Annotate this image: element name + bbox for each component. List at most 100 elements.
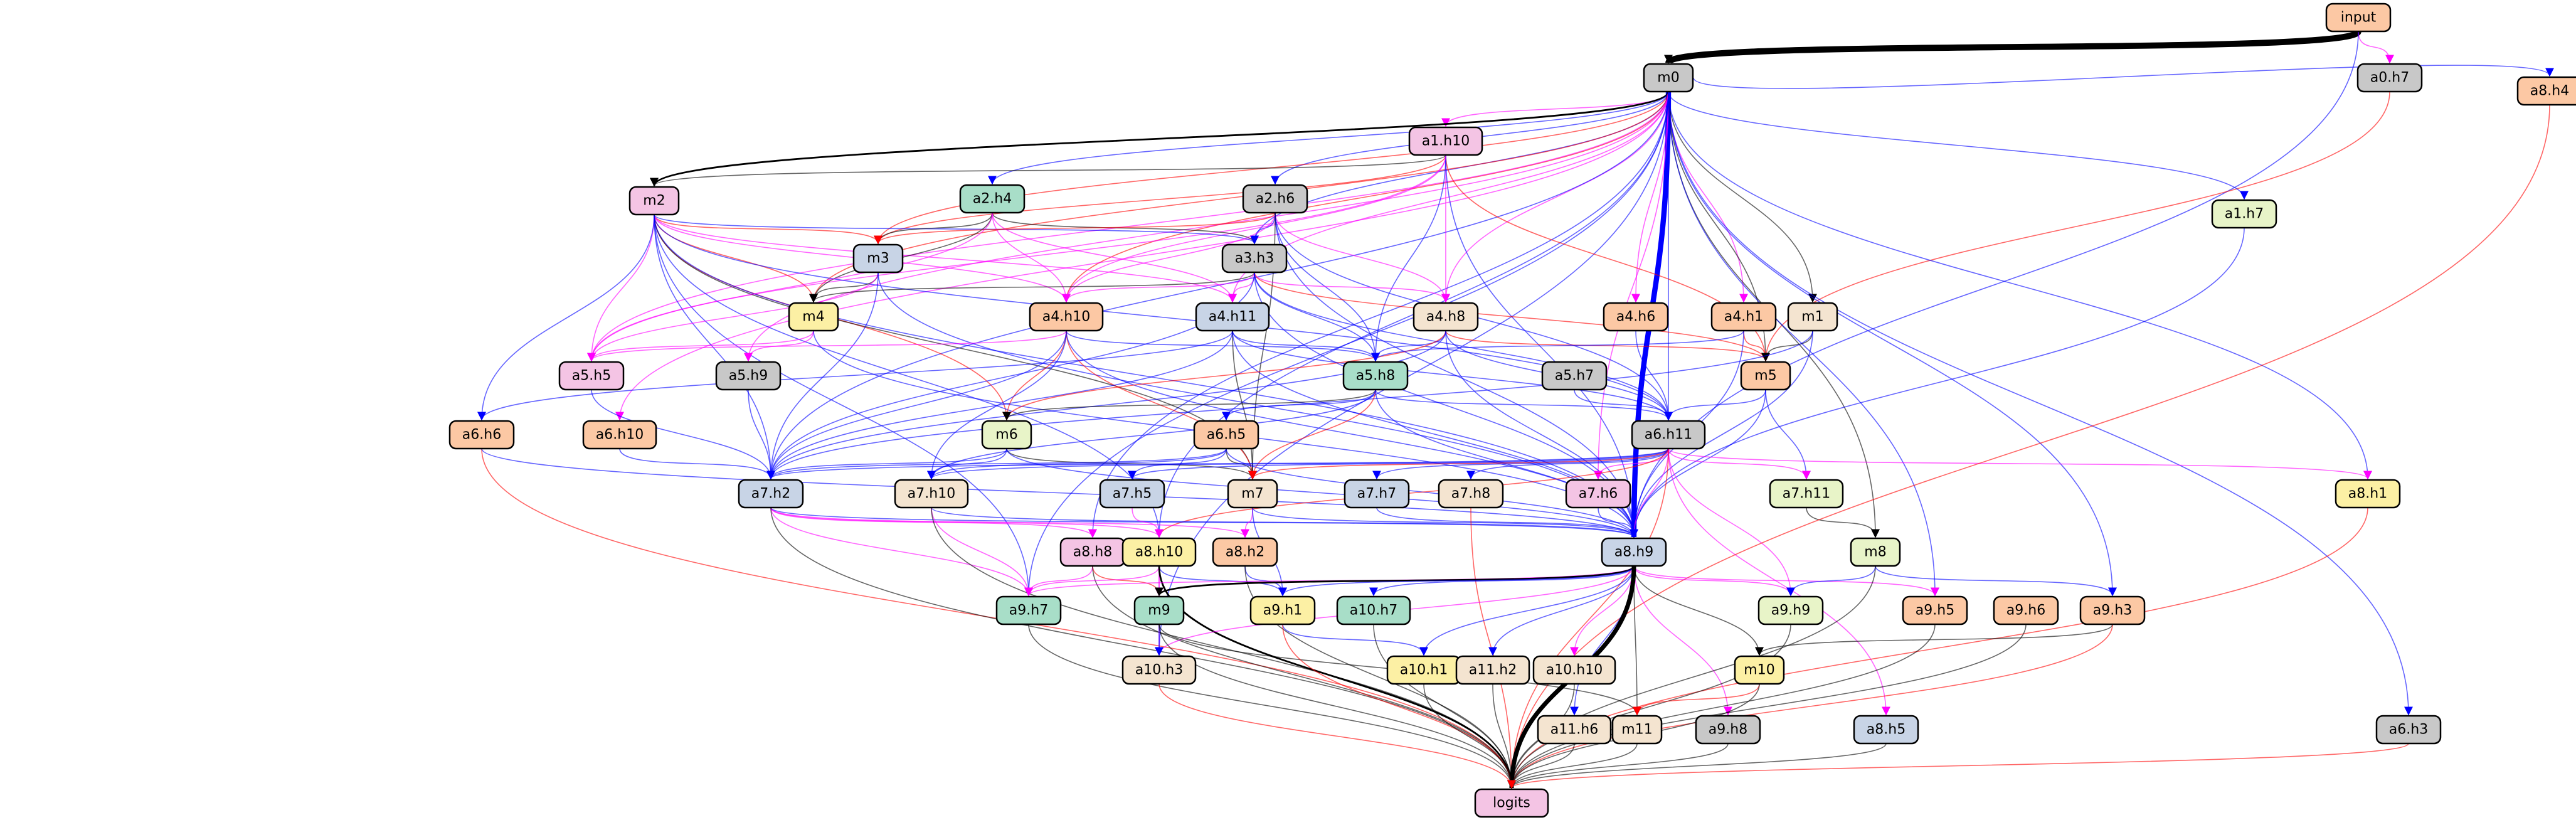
edge-a4.h11-to-a5.h8 (1232, 330, 1380, 362)
node-logits: logits (1474, 788, 1549, 818)
node-a10.h10: a10.h10 (1532, 655, 1616, 685)
node-a5.h7: a5.h7 (1541, 361, 1608, 391)
edge-m5-to-a7.h11 (1765, 389, 1811, 480)
edge-a6.h11-to-a7.h10 (927, 448, 1669, 480)
node-box (1695, 715, 1761, 745)
edge-a7.h10-to-a9.h7 (931, 507, 1033, 597)
node-label: a4.h10 (1042, 309, 1090, 325)
node-a8.h2: a8.h2 (1212, 537, 1278, 567)
node-a6.h10: a6.h10 (582, 420, 657, 450)
edge-a2.h4-to-a3.h3 (992, 212, 1259, 245)
node-box (1993, 595, 2059, 626)
node-a7.h7: a7.h7 (1344, 479, 1410, 509)
edge-a7.h2-to-a8.h9 (770, 507, 1638, 538)
node-label: a3.h3 (1235, 251, 1274, 267)
edge-a8.h9-to-a9.h8 (1633, 565, 1732, 716)
edge-a4.h8-to-a7.h2 (766, 330, 1446, 480)
node-label: a9.h6 (2006, 603, 2045, 619)
node-label: m10 (1744, 663, 1774, 678)
node-box (2211, 199, 2277, 229)
edge-a6.h11-to-m7 (1248, 448, 1669, 480)
node-label: a7.h2 (751, 486, 790, 502)
edge-a4.h10-to-a5.h8 (1066, 330, 1380, 362)
edge-a9.h1-to-a10.h1 (1282, 624, 1428, 656)
edge-m3-to-a5.h5 (587, 272, 879, 362)
edge-a8.h10-to-a9.h7 (1024, 565, 1160, 597)
node-box (1121, 655, 1197, 685)
node-label: a9.h5 (1916, 603, 1954, 619)
edge-a4.h8-to-m5 (1445, 330, 1770, 362)
node-label: m3 (867, 251, 889, 267)
edge-m6-to-a7.h2 (766, 448, 1007, 480)
node-a7.h5: a7.h5 (1099, 479, 1165, 509)
node-a10.h7: a10.h7 (1336, 595, 1411, 626)
edge-a4.h1-to-a5.h8 (1371, 330, 1744, 362)
node-box (788, 302, 839, 332)
node-box (1455, 655, 1530, 685)
node-a10.h3: a10.h3 (1121, 655, 1197, 685)
edge-m6-to-m7 (1006, 448, 1257, 480)
node-label: a5.h8 (1356, 368, 1395, 384)
node-a8.h5: a8.h5 (1853, 715, 1919, 745)
edge-a1.h7-to-a8.h9 (1630, 227, 2245, 538)
node-a8.h10: a8.h10 (1121, 537, 1197, 567)
node-label: m9 (1148, 603, 1170, 619)
node-m2: m2 (628, 186, 680, 216)
node-label: a0.h7 (2370, 70, 2409, 86)
node-a6.h11: a6.h11 (1631, 420, 1706, 450)
node-box (1121, 537, 1197, 567)
node-box (2516, 76, 2576, 106)
edge-a7.h11-to-m8 (1806, 507, 1880, 538)
node-box (628, 186, 680, 216)
edge-a8.h9-to-m9 (1155, 565, 1635, 597)
node-box (852, 243, 904, 274)
node-a4.h11: a4.h11 (1195, 302, 1270, 332)
edge-a6.h5-to-a8.h9 (1226, 448, 1638, 538)
node-box (448, 420, 515, 450)
node-box (1249, 595, 1316, 626)
node-a9.h7: a9.h7 (995, 595, 1062, 626)
node-a5.h8: a5.h8 (1342, 361, 1409, 391)
node-label: a8.h1 (2348, 486, 2387, 502)
node-a2.h6: a2.h6 (1242, 184, 1308, 214)
node-box (1344, 479, 1410, 509)
node-box (1565, 479, 1631, 509)
node-a8.h8: a8.h8 (1059, 537, 1126, 567)
edge-a3.h3-to-a4.h10 (1062, 272, 1255, 303)
node-m4: m4 (788, 302, 839, 332)
node-label: a6.h6 (462, 427, 501, 443)
edge-a11.h2-to-logits (1492, 683, 1516, 789)
node-label: a2.h4 (973, 191, 1012, 207)
edge-a6.h11-to-a8.h9 (1630, 448, 1669, 538)
node-box (1408, 126, 1483, 156)
edge-a8.h9-to-a9.h9 (1633, 565, 1795, 597)
node-label: a4.h1 (1724, 309, 1763, 325)
edge-m0-to-m1 (1668, 91, 1817, 303)
edge-m3-to-a7.h2 (766, 272, 879, 480)
edge-a9.h3-to-logits (1507, 624, 2113, 789)
edge-a3.h3-to-a4.h8 (1254, 272, 1450, 303)
node-label: a10.h10 (1546, 663, 1603, 678)
node-a1.h10: a1.h10 (1408, 126, 1483, 156)
node-box (1631, 420, 1706, 450)
edge-a8.h9-to-a9.h5 (1633, 565, 1939, 597)
node-label: logits (1493, 796, 1530, 811)
node-a4.h6: a4.h6 (1603, 302, 1669, 332)
node-label: a6.h10 (596, 427, 644, 443)
node-a3.h3: a3.h3 (1221, 243, 1288, 274)
node-a6.h3: a6.h3 (2375, 715, 2442, 745)
node-a9.h9: a9.h9 (1757, 595, 1824, 626)
edge-a1.h10-to-m3 (874, 154, 1446, 245)
node-m10: m10 (1734, 655, 1785, 685)
node-label: a6.h3 (2389, 722, 2428, 738)
node-label: a4.h8 (1426, 309, 1465, 325)
node-label: a7.h5 (1113, 486, 1152, 502)
edge-a8.h5-to-logits (1507, 743, 1887, 789)
node-box (1603, 302, 1669, 332)
node-box (981, 420, 1032, 450)
edge-a10.h7-to-logits (1373, 624, 1516, 789)
node-label: a6.h11 (1645, 427, 1692, 443)
edge-m0-to-a4.h6 (1631, 91, 1669, 303)
node-box (1740, 361, 1791, 391)
node-label: a7.h10 (908, 486, 955, 502)
